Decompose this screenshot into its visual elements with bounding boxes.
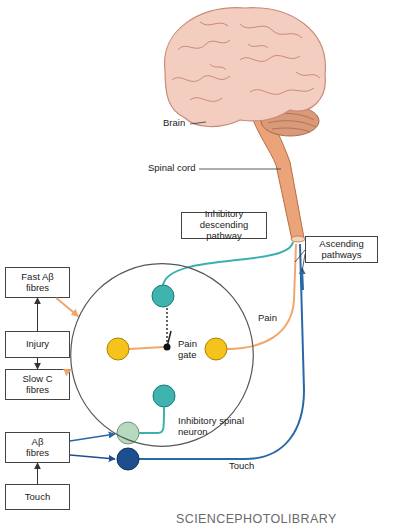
node-label: Inhibitory descending pathway [182, 209, 266, 242]
pain-neuron [205, 338, 227, 360]
node-label: Aβ fibres [21, 437, 55, 459]
leader-line [190, 122, 206, 124]
pathway-box: Ascending pathways [305, 236, 378, 263]
inhibitory-neuron [153, 385, 175, 407]
brain-shape [165, 8, 326, 127]
part-label: Brain [163, 118, 185, 129]
node-label: Ascending pathways [317, 239, 367, 261]
pain-pathway [227, 244, 296, 349]
pain-neuron [107, 338, 129, 360]
inhibitory-neuron [152, 285, 174, 307]
part-label: Spinal cord [148, 163, 196, 174]
gate-inhibition-line [166, 308, 167, 342]
connector-arrow [37, 463, 38, 484]
touch-pathway [139, 244, 304, 459]
circle-outline [71, 264, 254, 447]
watermark: SCIENCEPHOTOLIBRARY [176, 512, 337, 526]
node-label: Touch [25, 492, 50, 503]
fibre-box: Slow C fibres [5, 369, 70, 400]
connector-arrow [37, 298, 38, 331]
fibre-arrow [70, 434, 115, 441]
node-label: Pain gate [178, 339, 208, 361]
fibre-box: Aβ fibres [5, 432, 70, 463]
inhibitory-link [139, 407, 164, 433]
node-label: Fast Aβ fibres [17, 272, 59, 294]
connector-arrow [37, 358, 38, 369]
brain-gyri [172, 22, 320, 101]
cause-box: Injury [5, 331, 70, 358]
node-label: Slow C fibres [17, 374, 59, 396]
leader-line [199, 169, 281, 170]
cord-section [291, 236, 305, 242]
connector-arrow [70, 369, 71, 372]
touch-neuron [117, 448, 139, 470]
gate-pivot [164, 344, 171, 351]
descending-pathway [163, 242, 293, 285]
connector-arrow [56, 298, 78, 316]
pointer-line [295, 250, 305, 262]
fibre-arrow [70, 455, 115, 459]
pain-signal-line [129, 347, 164, 349]
signal-label: Touch [229, 461, 254, 472]
part-label: Inhibitory spinal neuron [178, 416, 246, 438]
node-label: Injury [26, 339, 49, 350]
cause-box: Touch [5, 484, 70, 510]
fibre-box: Fast Aβ fibres [5, 267, 70, 298]
pathway-box: Inhibitory descending pathway [181, 212, 267, 239]
spinal-neuron [117, 422, 139, 444]
signal-label: Pain [258, 313, 277, 324]
